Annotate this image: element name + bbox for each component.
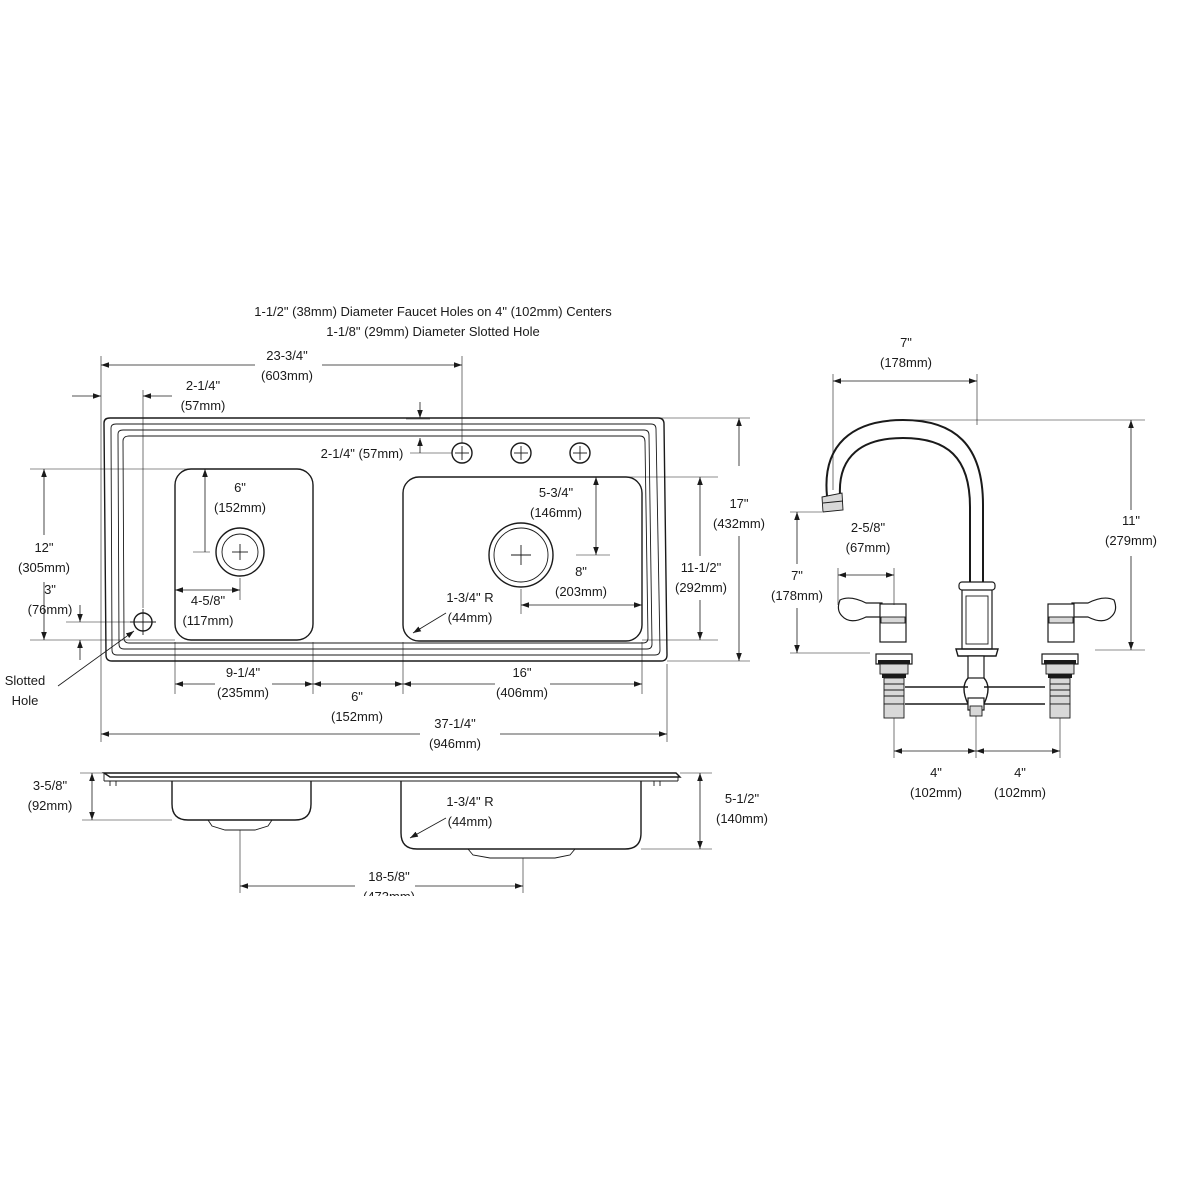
top-view-labels: 23-3/4" (603mm) 2-1/4" (57mm) 2-1/4" (57… — [5, 348, 765, 751]
faucet-riser — [961, 588, 993, 650]
dim-9-1-4-in: 9-1/4" — [226, 665, 261, 680]
dim-spout-height-in: 7" — [791, 568, 803, 583]
dim-handle-width-mm: (67mm) — [846, 540, 891, 555]
dim-4-5-8-in: 4-5/8" — [191, 593, 226, 608]
dim-2-1-4-in: 2-1/4" — [186, 378, 221, 393]
sink-deck-outline — [117, 429, 653, 650]
slotted-hole-note: 1-1/8" (29mm) Diameter Slotted Hole — [326, 324, 539, 339]
slotted-hole-label-line1: Slotted — [5, 673, 45, 688]
faucet-hole-right — [569, 442, 591, 464]
dim-3-mm: (76mm) — [28, 602, 73, 617]
sink-side-view: 3-5/8" (92mm) 1-3/4" R (44mm) 5-1/2" (14… — [28, 772, 768, 904]
dim-right-center-mm: (102mm) — [994, 785, 1046, 800]
dim-17-in: 17" — [729, 496, 748, 511]
side-view-large-bowl — [400, 781, 642, 850]
faucet-gooseneck-inner — [838, 436, 971, 582]
dim-16-mm: (406mm) — [496, 685, 548, 700]
faucet-dimension-lines — [794, 378, 1134, 754]
dim-overall-height-mm: (279mm) — [1105, 533, 1157, 548]
sink-top-view: 23-3/4" (603mm) 2-1/4" (57mm) 2-1/4" (57… — [5, 348, 765, 751]
large-bowl-drain — [488, 522, 554, 588]
dim-left-center-mm: (102mm) — [910, 785, 962, 800]
side-dim-corner-radius-mm: (44mm) — [448, 814, 493, 829]
side-view-large-drain — [467, 848, 576, 859]
faucet-center-outlet — [969, 705, 983, 717]
slotted-hole-symbol — [130, 609, 156, 635]
small-bowl-drain — [215, 527, 265, 577]
dim-small-drain-top-in: 6" — [234, 480, 246, 495]
slotted-hole-label-line2: Hole — [12, 693, 39, 708]
side-view-rim — [101, 772, 682, 778]
side-view-dimension-lines — [89, 773, 703, 889]
faucet-holes — [451, 442, 591, 464]
dim-corner-radius-mm: (44mm) — [448, 610, 493, 625]
side-view-clips — [109, 781, 661, 786]
sink-rim-inner-line — [110, 423, 661, 656]
dim-12-mm: (305mm) — [18, 560, 70, 575]
dim-11-1-2-in: 11-1/2" — [681, 560, 722, 575]
dim-5-1-2-mm: (140mm) — [716, 811, 768, 826]
dim-5-1-2-in: 5-1/2" — [725, 791, 760, 806]
sink-deck-inner-outline — [122, 435, 649, 644]
sink-outer-rim — [103, 417, 668, 662]
side-view-extension-lines — [80, 772, 712, 893]
faucet-left-handle — [837, 597, 913, 719]
faucet-holes-note: 1-1/2" (38mm) Diameter Faucet Holes on 4… — [254, 304, 612, 319]
dim-spout-reach-in: 7" — [900, 335, 912, 350]
dim-6-spacing-mm: (152mm) — [331, 709, 383, 724]
dim-37-1-4-in: 37-1/4" — [434, 716, 476, 731]
faucet-gooseneck-outer — [825, 418, 984, 582]
faucet-connecting-hose — [905, 686, 1045, 705]
side-view-small-drain — [207, 819, 273, 831]
dim-spout-height-mm: (178mm) — [771, 588, 823, 603]
dim-37-1-4-mm: (946mm) — [429, 736, 481, 751]
dim-handle-width-in: 2-5/8" — [851, 520, 886, 535]
dim-8-mm: (203mm) — [555, 584, 607, 599]
side-view-labels: 3-5/8" (92mm) 1-3/4" R (44mm) 5-1/2" (14… — [28, 778, 768, 904]
dim-large-drain-top-in: 5-3/4" — [539, 485, 574, 500]
dim-large-drain-top-mm: (146mm) — [530, 505, 582, 520]
faucet-hole-center — [510, 442, 532, 464]
dim-2-1-4-mm: (57mm) — [181, 398, 226, 413]
faucet-side-view: 7" (178mm) 2-5/8" (67mm) 7" (178mm) 11" … — [771, 335, 1157, 800]
dim-corner-radius-in: 1-3/4" R — [446, 590, 493, 605]
dim-3-in: 3" — [44, 582, 56, 597]
dim-spout-reach-mm: (178mm) — [880, 355, 932, 370]
dim-3-5-8-in: 3-5/8" — [33, 778, 68, 793]
dim-left-center-in: 4" — [930, 765, 942, 780]
dim-8-in: 8" — [575, 564, 587, 579]
dim-16-in: 16" — [512, 665, 531, 680]
large-bowl — [402, 476, 643, 642]
dim-small-drain-top-mm: (152mm) — [214, 500, 266, 515]
faucet-right-handle — [1041, 597, 1117, 719]
dim-23-3-4-in: 23-3/4" — [266, 348, 308, 363]
side-dim-corner-radius-in: 1-3/4" R — [446, 794, 493, 809]
dim-23-3-4-mm: (603mm) — [261, 368, 313, 383]
dim-18-5-8-in: 18-5/8" — [368, 869, 410, 884]
dim-17-mm: (432mm) — [713, 516, 765, 531]
dim-4-5-8-mm: (117mm) — [182, 613, 233, 628]
dim-6-spacing-in: 6" — [351, 689, 363, 704]
bottom-crop-mask — [0, 896, 820, 1200]
dim-9-1-4-mm: (235mm) — [217, 685, 269, 700]
dim-overall-height-in: 11" — [1122, 513, 1140, 528]
notes: 1-1/2" (38mm) Diameter Faucet Holes on 4… — [254, 304, 612, 339]
dim-right-center-in: 4" — [1014, 765, 1026, 780]
dim-faucet-from-edge: 2-1/4" (57mm) — [321, 446, 404, 461]
faucet-labels: 7" (178mm) 2-5/8" (67mm) 7" (178mm) 11" … — [771, 335, 1157, 800]
top-view-dimension-lines — [41, 362, 742, 737]
dim-12-in: 12" — [34, 540, 53, 555]
dim-3-5-8-mm: (92mm) — [28, 798, 73, 813]
side-view-small-bowl — [171, 781, 312, 821]
dim-11-1-2-mm: (292mm) — [675, 580, 727, 595]
small-bowl — [174, 468, 314, 641]
